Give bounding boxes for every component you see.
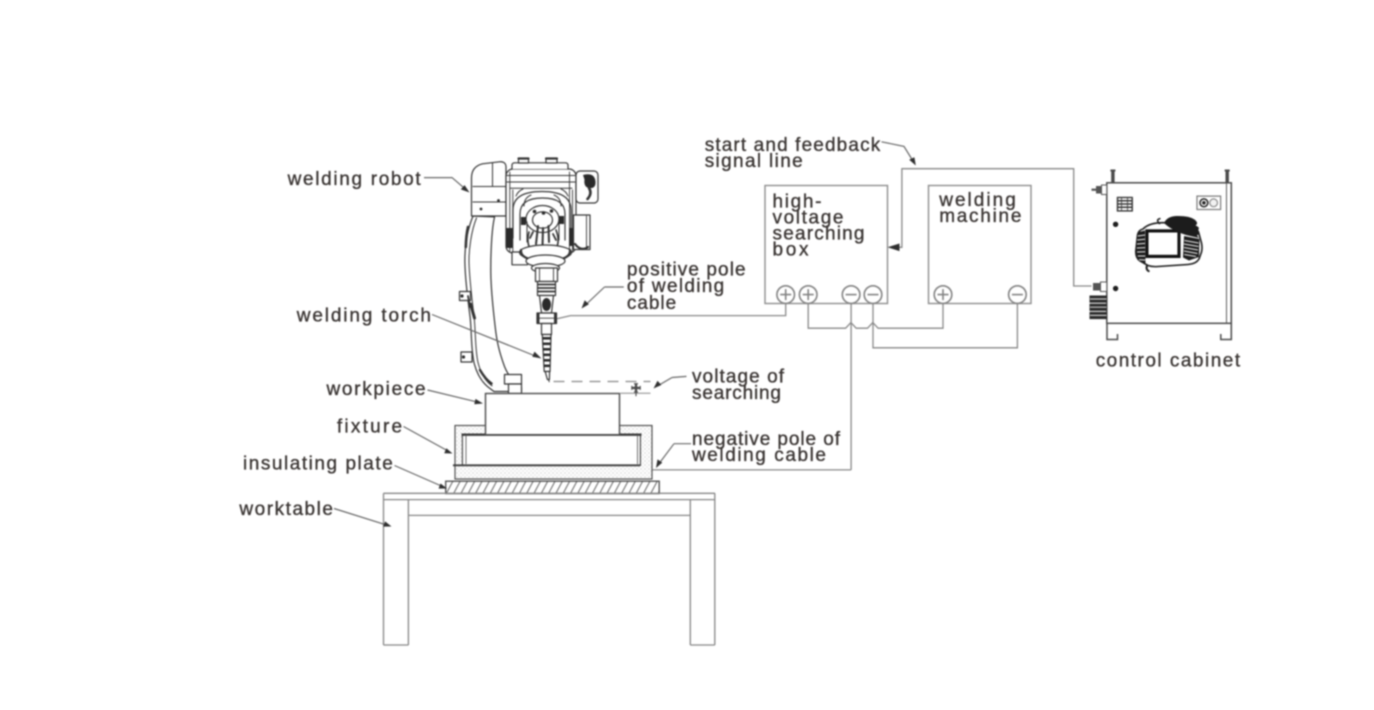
- svg-text:machine: machine: [939, 206, 1021, 227]
- svg-text:searching: searching: [692, 383, 781, 404]
- svg-text:of welding: of welding: [627, 276, 724, 297]
- svg-text:box: box: [773, 240, 810, 261]
- svg-text:searching: searching: [773, 224, 865, 245]
- svg-text:cable: cable: [627, 293, 676, 314]
- svg-text:welding cable: welding cable: [691, 445, 826, 466]
- svg-text:high-: high-: [773, 192, 822, 213]
- svg-text:start and feedback: start and feedback: [705, 135, 881, 156]
- svg-text:worktable: worktable: [238, 499, 333, 520]
- svg-text:voltage of: voltage of: [692, 367, 785, 388]
- svg-text:welding robot: welding robot: [287, 169, 422, 190]
- svg-text:welding: welding: [938, 190, 1016, 211]
- svg-text:voltage: voltage: [773, 208, 844, 229]
- svg-text:fixture: fixture: [337, 417, 402, 438]
- svg-text:signal line: signal line: [705, 151, 803, 172]
- svg-text:positive pole: positive pole: [627, 260, 746, 281]
- svg-text:workpiece: workpiece: [326, 379, 426, 400]
- svg-text:control cabinet: control cabinet: [1096, 351, 1241, 372]
- svg-text:negative pole of: negative pole of: [692, 429, 841, 450]
- svg-text:insulating plate: insulating plate: [243, 454, 393, 475]
- svg-text:welding torch: welding torch: [296, 306, 431, 327]
